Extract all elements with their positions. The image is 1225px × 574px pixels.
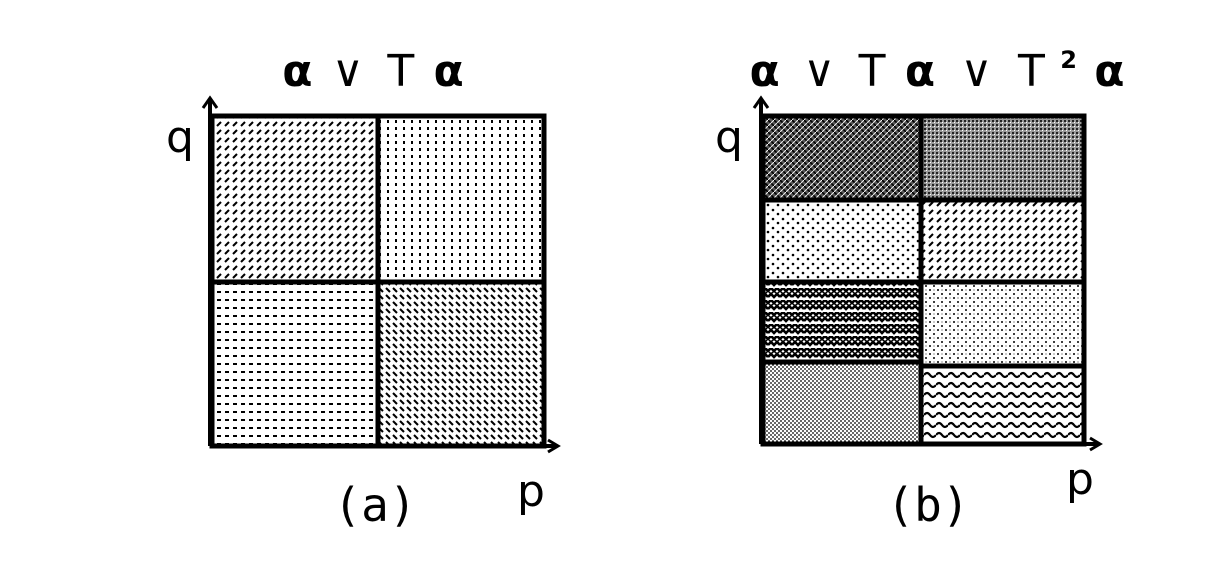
diagram-b-title: α ∨ T α ∨ T 2 α: [750, 28, 1125, 97]
title-b-or-1: ∨: [803, 46, 835, 97]
title-a-alpha-1: α: [282, 46, 312, 97]
title-b-alpha-1: α: [750, 46, 780, 97]
cell-a-bottom-right: [378, 282, 544, 446]
diagram-b: α ∨ T α ∨ T 2 α: [715, 28, 1125, 532]
title-b-superscript-2: 2: [1060, 46, 1077, 74]
diagram-a-caption: (a): [333, 478, 416, 532]
title-b-alpha-2: α: [905, 46, 935, 97]
cell-b-row2-left: [763, 200, 921, 282]
title-b-T-2: T: [1017, 46, 1045, 97]
cell-a-top-right: [378, 116, 544, 282]
diagram-b-x-label: p: [1066, 454, 1094, 505]
title-a-alpha-2: α: [434, 46, 464, 97]
title-a-or: ∨: [332, 46, 364, 97]
diagram-b-x-axis-arrow: [1089, 436, 1103, 452]
diagram-a-x-axis-arrow: [547, 438, 561, 454]
cell-b-row3-right: [921, 282, 1084, 364]
diagram-a-cells: [212, 116, 544, 446]
cell-b-row3-left: [763, 282, 921, 364]
diagram-a-y-label: q: [166, 112, 194, 163]
diagram-b-y-label: q: [715, 112, 743, 163]
diagram-a-title: α ∨ T α: [282, 46, 464, 97]
cell-b-row4-right: [921, 364, 1084, 444]
cell-a-top-left: [212, 116, 378, 282]
diagram-a-y-axis-arrow: [201, 95, 219, 109]
cell-a-bottom-left: [212, 282, 378, 446]
diagram-a-x-label: p: [517, 466, 545, 517]
diagram-b-caption: (b): [886, 478, 969, 532]
diagram-b-y-axis-arrow: [752, 95, 770, 109]
diagram-a: α ∨ T α q p (a): [166, 46, 561, 532]
title-a-T: T: [386, 46, 414, 97]
cell-b-row4-left: [763, 364, 921, 444]
title-b-or-2: ∨: [960, 46, 992, 97]
diagram-b-cells: [763, 116, 1084, 444]
title-b-T-1: T: [858, 46, 886, 97]
cell-b-row2-right: [921, 200, 1084, 282]
title-b-alpha-3: α: [1094, 46, 1124, 97]
cell-b-row1-left: [763, 116, 921, 200]
cell-b-row1-right: [921, 116, 1084, 200]
